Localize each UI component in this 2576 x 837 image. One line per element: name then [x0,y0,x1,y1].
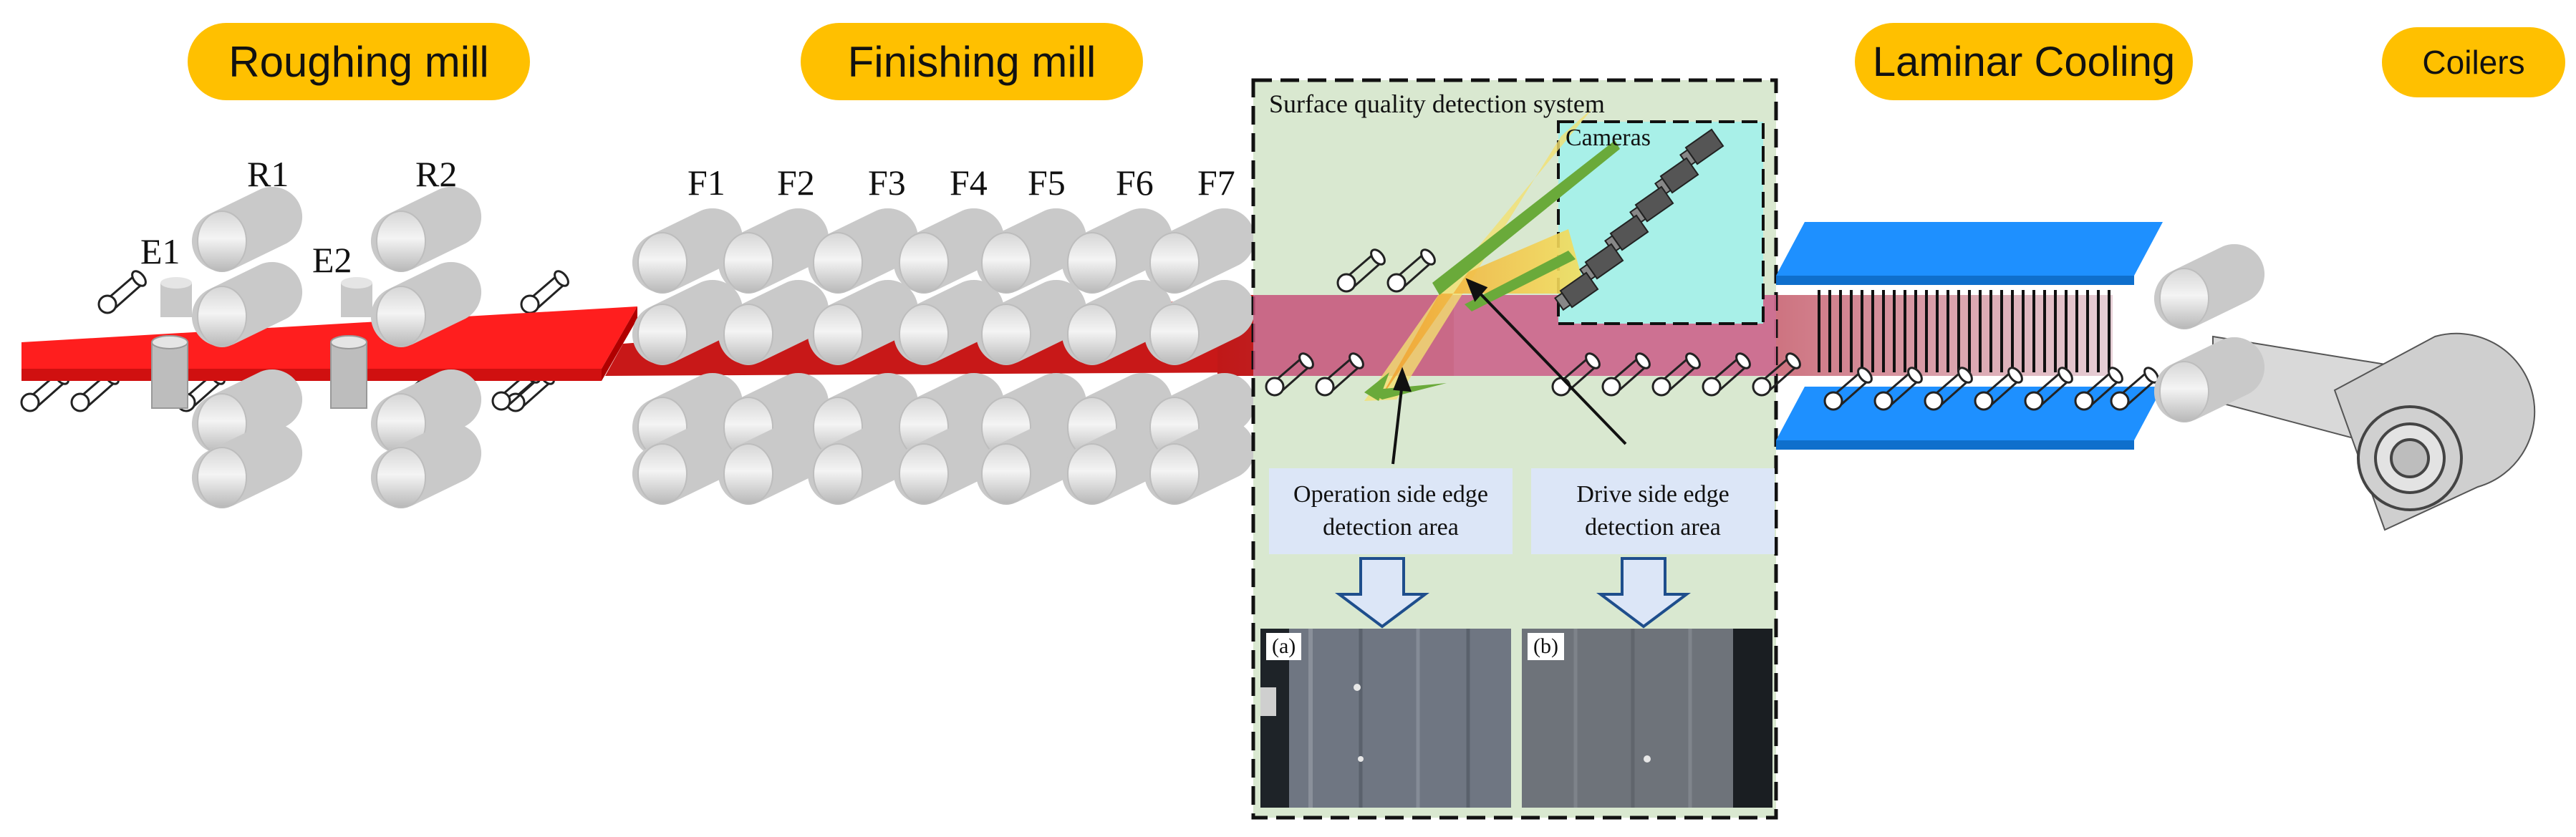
stand-label-f6: F6 [1116,163,1154,203]
arrow-down-icon [1335,557,1691,629]
stand-label-f2: F2 [777,163,815,203]
camera-icon [1554,128,1724,311]
stand-label-r1: R1 [247,154,289,194]
edger-icon [151,277,372,409]
laminar-cooling-chip: Laminar Cooling [1855,23,2193,100]
stand-label-f7: F7 [1197,163,1235,203]
stand-label-f3: F3 [868,163,906,203]
cameras-label: Cameras [1566,125,1651,151]
stand-label-e2: E2 [312,240,352,280]
cooling-jets [1818,290,2111,372]
stand-label-r2: R2 [415,154,458,194]
roughing-mill-chip: Roughing mill [188,23,530,100]
inspection-image-a [1260,629,1511,808]
detection-system-title: Surface quality detection system [1269,89,1605,118]
pointer-arrows [1391,278,1627,465]
drive-side-label: Drive side edge detection area [1531,468,1775,554]
operation-side-label: Operation side edge detection area [1269,468,1513,554]
photo-b-label: (b) [1528,633,1564,660]
stand-label-f4: F4 [950,163,988,203]
coilers-chip: Coilers [2382,27,2565,97]
stand-label-f1: F1 [688,163,725,203]
stand-label-e1: E1 [140,231,180,271]
stand-label-f5: F5 [1028,163,1066,203]
edge-detection-wedge [1364,107,1620,401]
hot-slab [21,306,637,381]
photo-a-label: (a) [1266,633,1302,660]
finishing-mill-chip: Finishing mill [801,23,1143,100]
laminar-cooling-headers [1776,222,2163,450]
coil-icon [2153,243,2536,531]
